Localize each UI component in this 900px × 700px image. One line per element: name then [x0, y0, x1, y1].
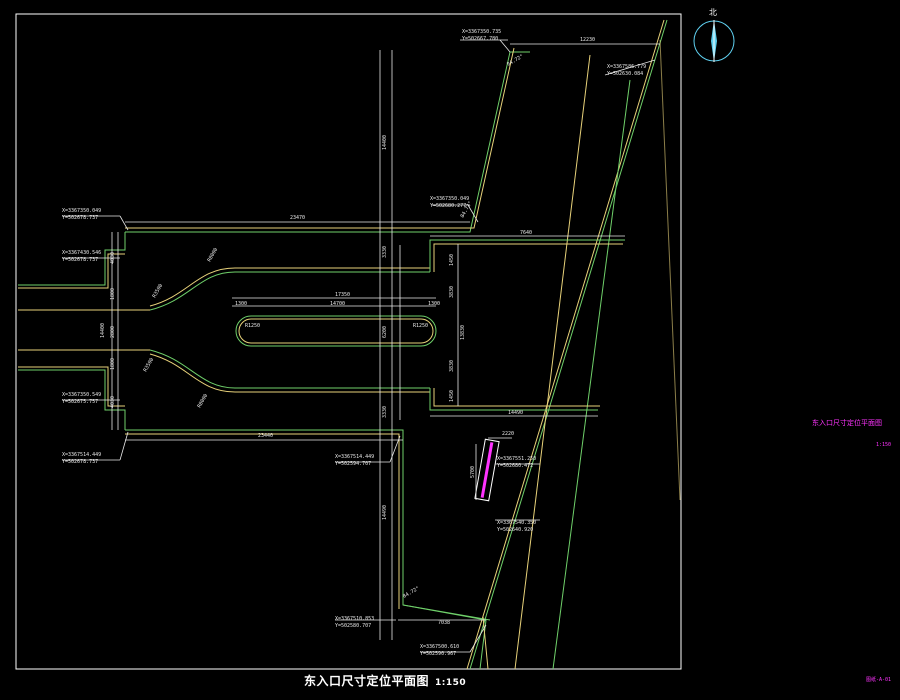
road-lines [466, 19, 681, 670]
sheet-frame [15, 13, 682, 670]
dim-right-3830-a: 3830 [449, 286, 455, 298]
coord-11-y: Y=502580.707 [335, 623, 371, 629]
coord-10-y: Y=502640.920 [497, 527, 533, 533]
dim-angle-bottom: 84.72° [402, 586, 421, 600]
dim-curve-r1: R8000 [207, 247, 220, 263]
side-scale: 1:150 [876, 442, 892, 448]
dim-small-h: 5700 [470, 466, 476, 478]
central-island [235, 315, 437, 347]
dim-lower-width: 23440 [258, 433, 273, 439]
coord-12-x: X=3367500.610 [420, 644, 459, 650]
dimension-lines [62, 39, 660, 653]
dim-right-1450-top: 1450 [449, 254, 455, 266]
dim-left-upper: 4030 [110, 252, 116, 264]
dim-mid-3330-bottom: 3330 [382, 406, 388, 418]
coord-6-x: X=3367350.549 [62, 392, 101, 398]
side-label: 东入口尺寸定位平面图 [812, 419, 882, 427]
dim-left-mid-b: 2800 [110, 326, 116, 338]
dim-curve-r2: R3500 [152, 283, 165, 299]
sheet-number: 图纸-A-01 [866, 677, 892, 683]
title-text: 东入口尺寸定位平面图 [304, 674, 430, 688]
coord-7-y: Y=502678.737 [62, 459, 98, 465]
north-arrow: 北 [693, 8, 735, 62]
coord-5-y: Y=502678.737 [62, 257, 98, 263]
coordinate-labels: X=3367350.735 Y=502667.780 X=3367586.779… [62, 29, 646, 657]
magenta-element [474, 438, 500, 502]
dim-right-3830-b: 3830 [449, 360, 455, 372]
coord-1-x: X=3367350.735 [462, 29, 501, 35]
coord-9-x: X=3367551.250 [497, 456, 536, 462]
dim-small-w: 2220 [502, 431, 514, 437]
dim-right-top: 7640 [520, 230, 532, 236]
dim-left-lower: 4030 [110, 396, 116, 408]
title-scale: 1:150 [435, 678, 467, 688]
dim-center-right: 1300 [428, 301, 440, 307]
dim-vertical-bottom: 14490 [382, 505, 388, 520]
coord-5-x: X=3367430.546 [62, 250, 101, 256]
drawing-title: 东入口尺寸定位平面图 1:150 [304, 672, 466, 689]
coord-8-x: X=3367514.449 [335, 454, 374, 460]
coord-4-x: X=3367350.049 [62, 208, 101, 214]
dim-center-left: 1300 [235, 301, 247, 307]
dim-center-inner: 14700 [330, 301, 345, 307]
dim-left-mid-c: 1800 [110, 358, 116, 370]
coord-3-y: Y=502680.277 [430, 203, 466, 209]
dim-right-8830: 13830 [460, 325, 466, 340]
coord-4-y: Y=502678.737 [62, 215, 98, 221]
coord-7-x: X=3367514.449 [62, 452, 101, 458]
dim-top-run: 12230 [580, 37, 595, 43]
dim-vertical-top: 14400 [382, 135, 388, 150]
dim-right-bottom: 14490 [508, 410, 523, 416]
dim-left-total: 14400 [100, 323, 106, 338]
dim-mid-total: 6200 [382, 326, 388, 338]
coord-8-y: Y=502594.707 [335, 461, 371, 467]
coord-11-x: X=3367510.853 [335, 616, 374, 622]
coord-10-x: X=3367540.350 [497, 520, 536, 526]
dim-curve-r4: R8000 [197, 393, 210, 409]
dim-r-left: R1250 [245, 323, 260, 329]
coord-2-x: X=3367586.779 [607, 64, 646, 70]
coord-2-y: Y=502630.084 [607, 71, 643, 77]
dim-r-right: R1250 [413, 323, 428, 329]
dim-bottom-run: 7038 [438, 620, 450, 626]
dim-mid-3330-top: 3330 [382, 246, 388, 258]
coord-6-y: Y=502675.757 [62, 399, 98, 405]
dimension-labels: 12230 23470 7640 14490 23440 17350 14700… [100, 37, 595, 626]
dim-center-long: 17350 [335, 292, 350, 298]
dim-left-mid-a: 1800 [110, 288, 116, 300]
coord-3-x: X=3367350.049 [430, 196, 469, 202]
dim-curve-r3: R3500 [143, 357, 156, 373]
coord-1-y: Y=502667.780 [462, 36, 498, 42]
dim-upper-width: 23470 [290, 215, 305, 221]
north-label: 北 [709, 8, 717, 17]
road-outline [18, 47, 625, 670]
coord-12-y: Y=502590.967 [420, 651, 456, 657]
coord-9-y: Y=502680.472 [497, 463, 533, 469]
dim-right-1450-bottom: 1450 [449, 390, 455, 402]
